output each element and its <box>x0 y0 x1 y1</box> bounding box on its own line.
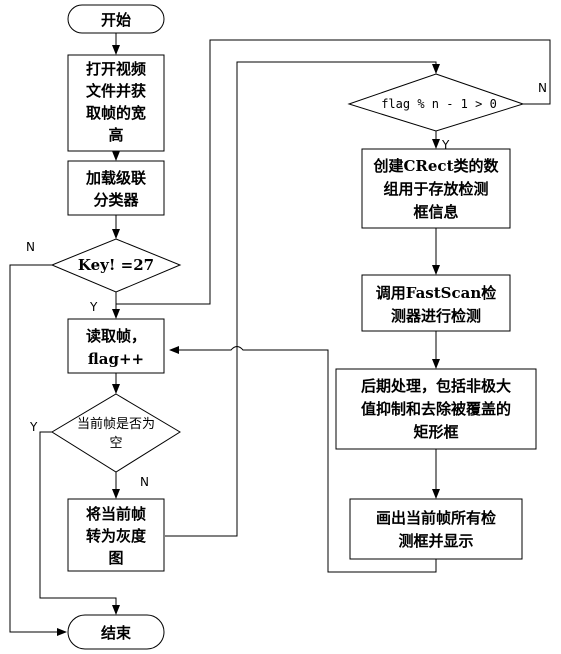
create-crect-line-1: 创建CRect类的数 <box>372 157 499 175</box>
to-gray-line-2: 转为灰度 <box>86 527 147 545</box>
load-classifier-line-2: 分类器 <box>93 191 139 209</box>
post-process-line-1: 后期处理，包括非极大 <box>361 377 511 395</box>
connectors <box>9 33 551 636</box>
load-classifier-line-1: 加载级联 <box>85 169 147 187</box>
frame-empty-line-1: 当前帧是否为 <box>77 416 155 432</box>
edge-draw-to-read <box>169 346 437 573</box>
edge-gray-to-flag <box>165 61 440 537</box>
to-gray-line-1: 将当前帧 <box>86 505 146 523</box>
post-process-line-3: 矩形框 <box>413 423 458 441</box>
node-open-video: 打开视频 文件并获 取帧的宽 高 <box>67 54 165 152</box>
edge-labels: N Y Y N N Y <box>26 81 547 489</box>
create-crect-line-3: 框信息 <box>413 203 458 221</box>
label-empty-no: N <box>140 475 149 489</box>
node-fastscan: 调用FastScan检 测器进行检测 <box>361 274 511 332</box>
node-read-frame: 读取帧， flag++ <box>67 318 165 374</box>
node-load-classifier: 加载级联 分类器 <box>67 160 165 216</box>
edge-key-no-to-end <box>9 264 67 636</box>
create-crect-line-2: 组用于存放检测 <box>383 180 488 198</box>
to-gray-line-3: 图 <box>108 549 123 567</box>
frame-empty-line-2: 空 <box>109 436 122 451</box>
open-video-line-4: 高 <box>108 126 123 144</box>
post-process-line-2: 值抑制和去除被覆盖的 <box>361 400 511 418</box>
node-start: 开始 <box>67 4 165 34</box>
label-key-no: N <box>26 240 35 254</box>
open-video-line-1: 打开视频 <box>86 60 146 78</box>
node-end: 结束 <box>67 614 165 650</box>
node-create-crect: 创建CRect类的数 组用于存放检测 框信息 <box>361 148 511 229</box>
label-key-yes: Y <box>89 300 98 314</box>
label-empty-yes: Y <box>29 420 38 434</box>
label-flag-yes: Y <box>441 138 450 152</box>
flag-check-label: flag % n - 1 > 0 <box>381 97 497 111</box>
node-draw-boxes: 画出当前帧所有检 测框并显示 <box>349 498 523 560</box>
fastscan-line-2: 测器进行检测 <box>391 307 481 325</box>
node-end-label: 结束 <box>101 624 132 642</box>
read-frame-line-1: 读取帧， <box>86 327 146 345</box>
node-start-label: 开始 <box>101 11 131 29</box>
edge-flag-no-loop <box>116 39 551 305</box>
node-post-process: 后期处理，包括非极大 值抑制和去除被覆盖的 矩形框 <box>335 368 537 450</box>
fastscan-line-1: 调用FastScan检 <box>376 284 497 302</box>
draw-boxes-line-1: 画出当前帧所有检 <box>376 509 496 527</box>
open-video-line-3: 取帧的宽 <box>86 104 146 122</box>
label-flag-no: N <box>538 81 547 95</box>
draw-boxes-line-2: 测框并显示 <box>398 532 473 550</box>
node-key-check: Key! =27 <box>50 238 182 293</box>
node-to-gray: 将当前帧 转为灰度 图 <box>67 498 165 572</box>
key-check-label: Key! =27 <box>78 256 154 274</box>
node-frame-empty: 当前帧是否为 空 <box>51 393 181 473</box>
open-video-line-2: 文件并获 <box>86 82 146 100</box>
edge-empty-yes-to-end <box>39 431 120 615</box>
read-frame-line-2: flag++ <box>88 350 144 368</box>
node-flag-check: flag % n - 1 > 0 <box>347 73 525 132</box>
